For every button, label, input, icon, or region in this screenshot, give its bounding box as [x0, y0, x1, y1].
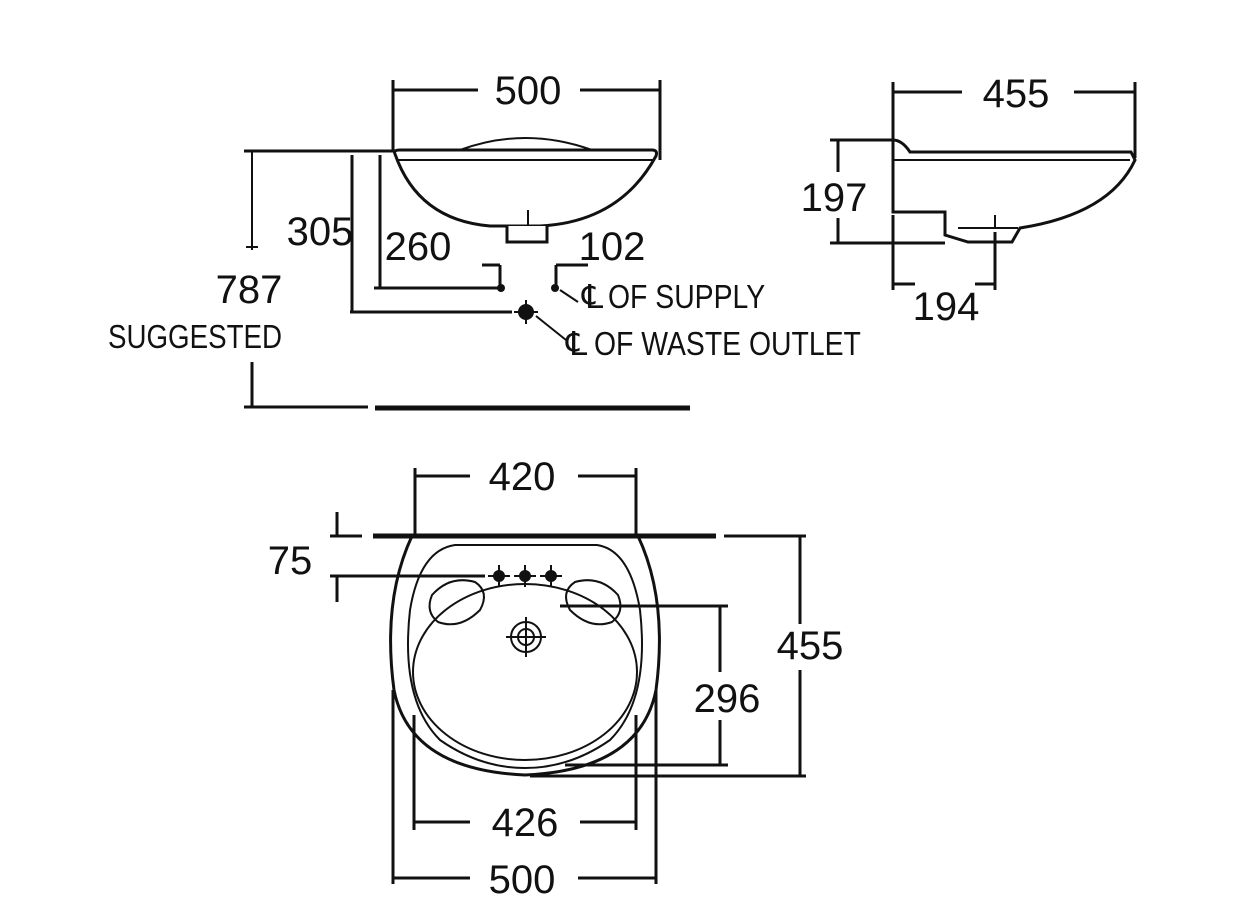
front-elevation-view: 500 787 SUGGESTED 305 260 102 [108, 69, 861, 411]
overall-depth-label: 455 [777, 624, 844, 668]
supply-centerline-symbol: ℄ [581, 278, 604, 315]
waste-fitting [505, 226, 549, 244]
supply-note: OF SUPPLY [608, 278, 765, 316]
soap-dish-left [428, 579, 485, 626]
supply-leader [559, 289, 579, 303]
waste-centerline-symbol: ℄ [565, 325, 588, 362]
supply-right-dot [551, 284, 559, 292]
basin-front-outline [393, 148, 658, 228]
bowl-depth-label: 296 [694, 677, 761, 721]
basin-top-dome [459, 137, 593, 151]
plan-view: 420 75 455 296 426 500 [268, 455, 844, 902]
supply-left-dot [497, 284, 505, 292]
plan-inner-rim [407, 544, 643, 770]
waste-leader [535, 315, 567, 341]
basin-side-outline [891, 138, 1137, 244]
supply-offset-label: 260 [385, 225, 452, 269]
side-view: 455 197 194 [801, 72, 1137, 329]
back-width-label: 420 [489, 455, 556, 499]
tap-holes [488, 565, 562, 587]
plan-waste-hole [506, 617, 546, 657]
side-height-label: 197 [801, 176, 868, 220]
waste-depth-label: 305 [287, 210, 354, 254]
waste-outlet-marker [514, 300, 538, 324]
tap-offset-label: 75 [268, 539, 313, 583]
front-width-label: 500 [495, 69, 562, 113]
waste-note: OF WASTE OUTLET [594, 325, 861, 363]
overall-width-label: 500 [489, 858, 556, 902]
bowl-width-label: 426 [492, 801, 559, 845]
side-depth-label: 455 [983, 72, 1050, 116]
height-label: 787 [216, 268, 283, 312]
soap-dish-right [565, 579, 622, 626]
height-note: SUGGESTED [108, 319, 282, 356]
outlet-offset-label: 102 [579, 225, 646, 269]
side-offset-label: 194 [913, 285, 980, 329]
